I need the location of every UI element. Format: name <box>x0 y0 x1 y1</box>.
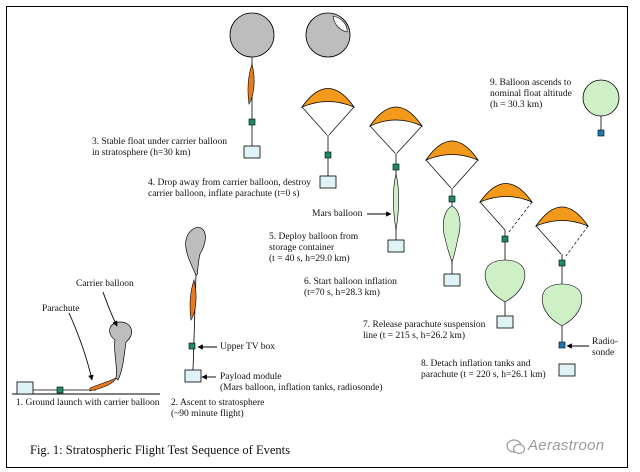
radiosonde-box <box>597 129 605 137</box>
step7-label: 7. Release parachute suspension line (t … <box>363 320 486 341</box>
carrier-balloon-callout: Carrier balloon <box>76 279 134 289</box>
mars-balloon-inflating <box>442 205 461 263</box>
step9-label: 9. Balloon ascends to nominal float alti… <box>490 78 572 110</box>
figure-frame <box>6 6 628 468</box>
payload-box <box>558 363 576 377</box>
step4-label: 4. Drop away from carrier balloon, destr… <box>148 178 312 199</box>
parachute-canopy <box>478 183 534 203</box>
parachute-packed <box>89 377 117 392</box>
tv-box <box>448 195 456 203</box>
step2-label: 2. Ascent to stratosphere (~90 minute fl… <box>171 398 265 419</box>
payload-box <box>184 369 202 383</box>
tv-box <box>501 235 509 243</box>
step7-release <box>478 183 534 329</box>
parachute-canopy <box>368 106 424 127</box>
tv-box <box>558 259 566 267</box>
tv-box <box>248 118 256 126</box>
carrier-balloon-round <box>229 12 275 58</box>
parachute-canopy <box>534 206 590 227</box>
step5-deploy <box>368 106 424 253</box>
step8-detach <box>534 206 590 377</box>
carrier-balloon <box>109 321 133 381</box>
figure-caption: Fig. 1: Stratospheric Flight Test Sequen… <box>30 443 290 457</box>
parachute-canopy <box>424 140 480 161</box>
payload-box <box>243 145 261 159</box>
mars-balloon-float <box>582 79 620 117</box>
mars-balloon-deflated <box>393 173 399 231</box>
wechat-icon <box>506 439 526 455</box>
step9-float <box>582 79 620 137</box>
parachute-callout: Parachute <box>42 304 80 314</box>
payload-box <box>496 315 514 329</box>
radiosonde-callout: Radio- sonde <box>592 337 618 358</box>
payload-box <box>387 239 405 253</box>
payload-module-callout: Payload module (Mars balloon, inflation … <box>220 372 383 393</box>
step3-label: 3. Stable float under carrier balloon in… <box>92 137 228 158</box>
step4-parachute <box>300 88 356 189</box>
tv-box <box>188 342 196 350</box>
payload-box <box>319 175 337 189</box>
tv-box <box>56 386 64 394</box>
step1-label: 1. Ground launch with carrier balloon <box>16 398 160 408</box>
mars-balloon-inflated <box>541 283 583 327</box>
watermark: Aerastroon <box>528 437 605 454</box>
carrier-balloon-destroyed <box>305 12 351 58</box>
step3-float <box>229 12 351 159</box>
step6-label: 6. Start balloon inflation (t=70 s, h=28… <box>304 277 397 298</box>
step5-label: 5. Deploy balloon from storage container… <box>269 232 359 264</box>
step8-label: 8. Detach inflation tanks and parachute … <box>421 359 546 380</box>
step6-inflation <box>424 140 480 287</box>
payload-box <box>16 381 34 395</box>
mars-balloon-inflated <box>484 259 526 303</box>
radiosonde-box <box>558 341 566 349</box>
payload-box <box>443 273 461 287</box>
parachute-packed <box>247 62 255 105</box>
step1-ground-launch <box>12 321 160 395</box>
tv-box <box>392 163 400 171</box>
step2-ascent <box>184 227 206 383</box>
callout-arrows <box>68 211 589 381</box>
parachute-canopy <box>300 88 356 108</box>
carrier-balloon-rising <box>185 227 206 276</box>
upper-tv-box-callout: Upper TV box <box>220 342 276 352</box>
tv-box <box>324 151 332 159</box>
parachute-packed <box>189 278 197 321</box>
mars-balloon-callout: Mars balloon <box>312 209 363 219</box>
